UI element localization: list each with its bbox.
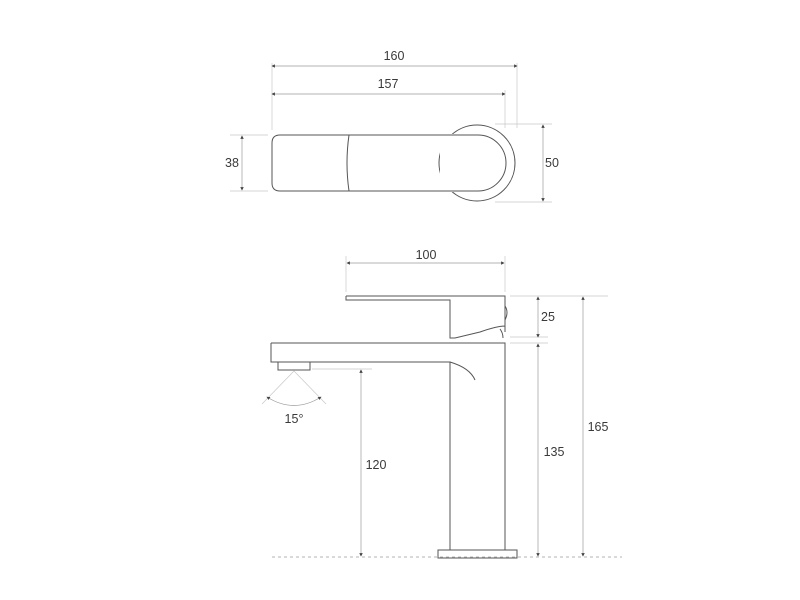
- handle-split-line: [346, 134, 350, 192]
- dim-spray-angle: 15°: [285, 412, 304, 426]
- dim-lever-height: 25: [541, 310, 555, 324]
- lever-knob: [504, 305, 508, 321]
- handle-body-outline: [271, 134, 507, 192]
- dim-body-width: 38: [225, 156, 239, 170]
- aerator: [277, 361, 311, 371]
- lever-outline: [345, 295, 506, 339]
- spout-curve: [449, 361, 476, 381]
- spout-outline: [270, 342, 506, 550]
- dim-total-height: 165: [588, 420, 609, 434]
- base-plate: [437, 549, 518, 559]
- dim-overall-length: 160: [384, 49, 405, 63]
- spray-line-left: [261, 370, 295, 405]
- dim-spout-reach: 100: [416, 248, 437, 262]
- dim-body-height: 135: [544, 445, 565, 459]
- lever-joint: [499, 328, 504, 339]
- dim-handle-length: 157: [378, 77, 399, 91]
- spray-line-right: [293, 370, 327, 405]
- dim-spout-underside-height: 120: [366, 458, 387, 472]
- side-view: 100 25 120 135 165 15°: [261, 248, 622, 559]
- top-view: 160 157 38 50: [225, 49, 559, 203]
- base-circle-outline: [438, 124, 516, 202]
- spray-angle-arc: [266, 396, 322, 406]
- dim-base-diameter: 50: [545, 156, 559, 170]
